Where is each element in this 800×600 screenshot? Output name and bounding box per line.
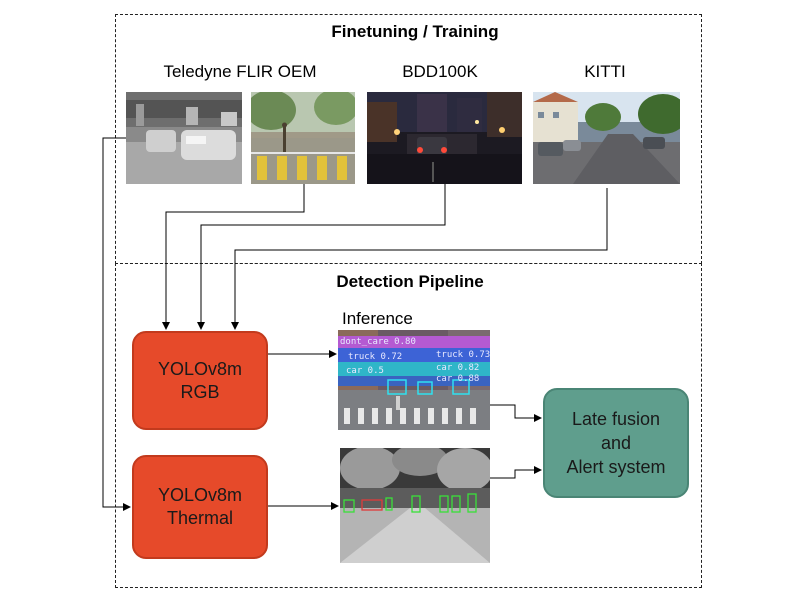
yolov8m-thermal-box: YOLOv8m Thermal — [132, 455, 268, 559]
arrow-bdd100k-to-rgb-model — [197, 184, 446, 330]
pipeline-section-title: Detection Pipeline — [336, 272, 484, 291]
detection-label: truck 0.73 — [436, 350, 490, 360]
bdd100k-image — [367, 92, 522, 184]
arrow-kitti-to-rgb-model — [231, 188, 608, 330]
arrow-thermal-inference-to-fusion — [490, 466, 542, 479]
inference-rgb-image: dont_care 0.80 truck 0.73 truck 0.72 car… — [338, 330, 490, 430]
detection-label: car 0.82 — [436, 363, 480, 373]
pipeline-section — [115, 263, 702, 588]
late-fusion-alert-box: Late fusion and Alert system — [543, 388, 689, 498]
kitti-image — [533, 92, 680, 184]
arrow-flir-to-thermal — [102, 137, 131, 511]
detection-label: dont_care 0.80 — [340, 337, 416, 347]
thermal-model-modality: Thermal — [166, 508, 233, 528]
flir-rgb-image — [251, 92, 355, 184]
detection-label: truck 0.72 — [348, 352, 403, 362]
arrow-flir-rgb-to-rgb-model — [162, 184, 305, 330]
inference-label: Inference — [342, 309, 413, 328]
training-section-title: Finetuning / Training — [331, 22, 499, 41]
fusion-line-3: Alert system — [566, 457, 666, 477]
detection-label: car 0.5 — [346, 366, 384, 376]
arrow-rgb-inference-to-fusion — [490, 404, 542, 422]
yolov8m-rgb-box: YOLOv8m RGB — [132, 331, 268, 430]
dataset-label-flir: Teledyne FLIR OEM — [163, 62, 317, 81]
thermal-model-name: YOLOv8m — [157, 485, 243, 505]
fusion-line-1: Late fusion — [571, 409, 661, 429]
fusion-line-2: and — [600, 433, 632, 453]
rgb-model-name: YOLOv8m — [157, 358, 243, 379]
rgb-model-modality: RGB — [180, 381, 220, 402]
detection-label: car 0.88 — [436, 374, 480, 384]
dataset-label-bdd100k: BDD100K — [402, 62, 478, 81]
dataset-label-kitti: KITTI — [584, 62, 626, 81]
inference-thermal-image — [340, 448, 490, 563]
flir-thermal-image — [126, 92, 242, 184]
